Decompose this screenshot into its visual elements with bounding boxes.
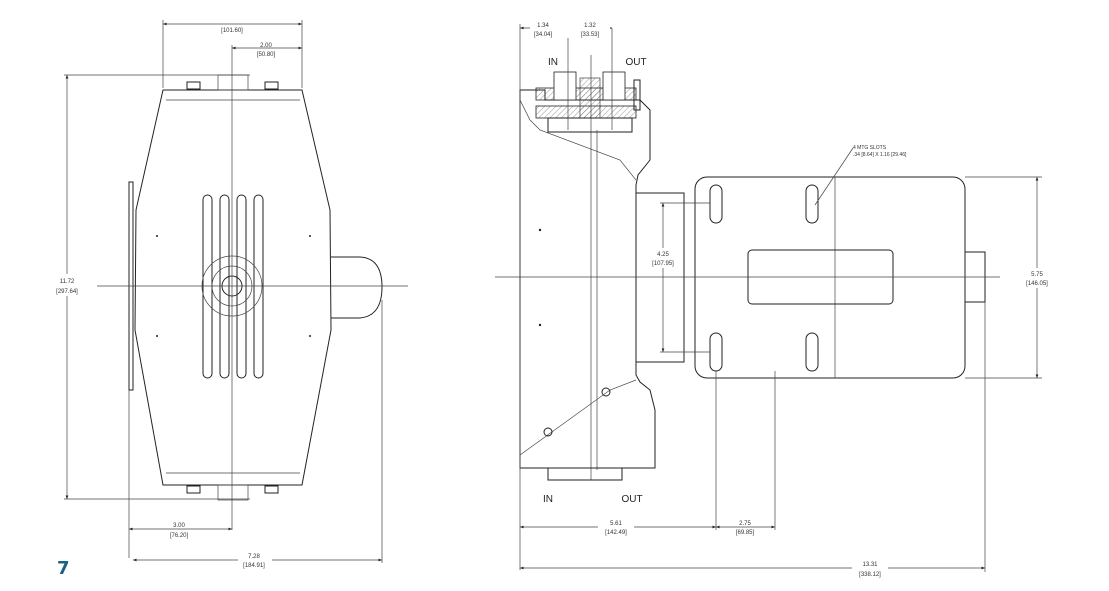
motor-bump (331, 256, 383, 319)
slot-note-line2: .34 [8.64] X 1.16 [29.46] (853, 152, 907, 158)
dim-overall-length-inch: 13.31 (862, 562, 878, 568)
dim-motor-height-inch: 5.75 (1031, 272, 1043, 278)
dim-offset-bottom-metric: [76.20] (170, 533, 189, 539)
dim-offset-bottom-inch: 3.00 (173, 523, 185, 529)
dim-slot-spacing-h-inch: 2.75 (739, 521, 751, 527)
label-out-top: OUT (625, 57, 646, 68)
dim-offset-top-inch: 2.00 (260, 43, 272, 49)
sheet-mark: 7 (57, 558, 70, 579)
motor (635, 176, 986, 379)
label-out-bottom: OUT (621, 494, 642, 505)
dim-to-slot-inch: 5.61 (610, 521, 622, 527)
bolt-heads (186, 81, 279, 494)
port-block-section (535, 71, 641, 133)
dim-port-out-metric: [33.53] (581, 32, 600, 38)
dim-to-slot-metric: [142.49] (605, 530, 627, 536)
label-in-bottom: IN (543, 494, 553, 505)
dim-overall-length-metric: [338.12] (859, 572, 881, 578)
dim-slot-spacing-h-metric: [69.85] (736, 530, 755, 536)
dim-port-in-metric: [34.04] (534, 32, 553, 38)
dim-height-inch: 11.72 (60, 279, 75, 285)
label-in-top: IN (548, 57, 558, 68)
dim-offset-top-metric: [50.80] (257, 52, 276, 58)
dim-port-in-inch: 1.34 (537, 23, 549, 29)
dim-port-out-inch: 1.32 (584, 23, 596, 29)
dim-overall-width-inch: 7.28 (248, 554, 260, 560)
pump-body-outline (134, 89, 332, 486)
mounting-flange (128, 181, 134, 391)
housing-outline (519, 89, 656, 469)
dim-height-metric: [297.64] (56, 289, 78, 295)
dim-slot-spacing-v-metric: [107.95] (652, 261, 674, 267)
vent-slots (202, 194, 264, 379)
dim-overall-width-metric: [184.91] (243, 563, 265, 569)
dim-slot-spacing-v-inch: 4.25 (657, 252, 669, 258)
slot-note-line1: 4 MTG SLOTS (853, 145, 887, 151)
side-view: IN OUT IN OUT 4 MTG SLOTS .34 [8.64] X 1… (495, 20, 1054, 580)
front-view: [101.60] 2.00 [50.80] 11.72 [297.64] 3.0… (50, 20, 408, 579)
dim-motor-height-metric: [146.05] (1026, 281, 1048, 287)
dim-top-width-metric: [101.60] (221, 28, 243, 34)
